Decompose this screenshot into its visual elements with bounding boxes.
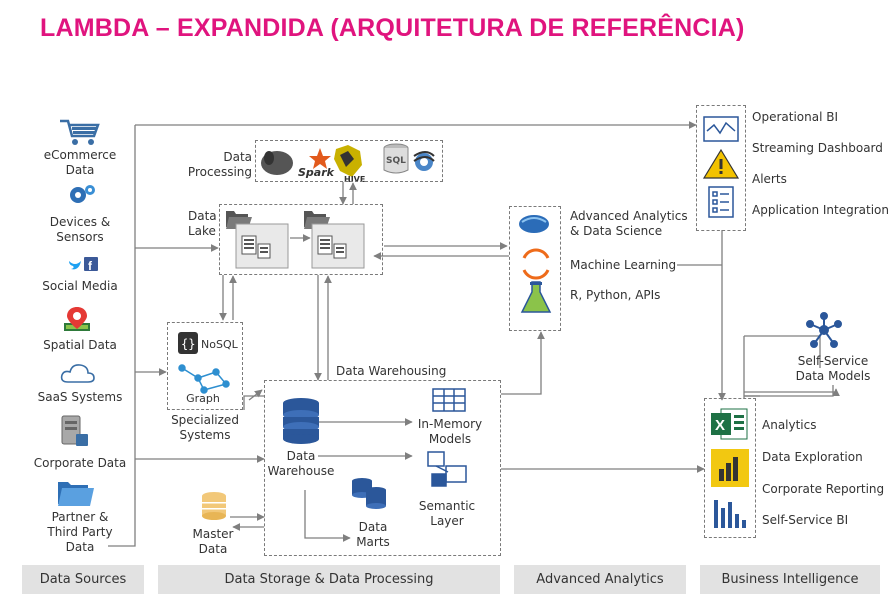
footer-data-storage: Data Storage & Data Processing (158, 565, 500, 594)
data-warehouse-icon (283, 398, 319, 444)
specialized-systems-label: Specialized Systems (171, 413, 239, 442)
network-icon (806, 312, 842, 348)
self-service-bi-label: Self-Service BI (762, 513, 849, 527)
semantic-layer-label: Semantic Layer (418, 499, 476, 528)
footer-advanced-analytics: Advanced Analytics (514, 565, 686, 594)
source-devices-label: Devices & Sensors (49, 215, 111, 244)
arrow-upper (744, 388, 840, 397)
page-title: LAMBDA – EXPANDIDA (ARQUITETURA DE REFER… (40, 14, 745, 42)
footer-data-sources: Data Sources (22, 565, 144, 594)
sources-spine (108, 125, 136, 547)
semantic-layer-icon (427, 451, 467, 487)
advanced-analytics-icon (519, 215, 549, 233)
footer-business-intelligence: Business Intelligence (700, 565, 880, 594)
self-service-data-models-label: Self-Service Data Models (795, 354, 871, 383)
streaming-dashboard-icon (702, 148, 740, 179)
arrow-warehouse-to-analytics (501, 331, 545, 395)
graph-label: Graph (186, 392, 220, 405)
operational-bi-box (696, 105, 746, 231)
source-saas-label: SaaS Systems (37, 390, 123, 404)
nosql-label: NoSQL (201, 338, 238, 351)
machine-learning-label: Machine Learning (570, 258, 677, 272)
operational-bi-icon (703, 116, 739, 142)
arrow-self-service-to-bi (744, 385, 834, 397)
excel-icon: X (711, 408, 748, 440)
folder-icon (58, 482, 94, 506)
self-service-bi-icon (714, 500, 746, 528)
spark-icon (309, 148, 331, 169)
shopping-cart-icon (60, 119, 100, 145)
map-pin-icon (64, 307, 90, 331)
corporate-reporting-label: Corporate Reporting (762, 482, 885, 496)
source-social-label: Social Media (42, 279, 118, 293)
svg-text:X: X (715, 417, 725, 434)
in-memory-models-label: In-Memory Models (417, 417, 483, 446)
r-python-apis-label: R, Python, APIs (570, 288, 661, 302)
specialized-systems-box (167, 322, 243, 410)
operational-bi-label: Operational BI (752, 110, 838, 124)
data-processing-label: Data Processing (187, 150, 252, 179)
source-partner-label: Partner & Third Party Data (47, 510, 113, 554)
arrow-dw-to-marts (304, 490, 351, 542)
master-data-label: Master Data (192, 527, 234, 556)
graph-icon (178, 364, 230, 394)
advanced-analytics-box (509, 206, 561, 331)
storm-gear-icon (413, 151, 435, 171)
machine-learning-icon (522, 248, 550, 280)
hive-icon (334, 145, 362, 177)
master-data-icon (202, 492, 226, 520)
source-spatial-label: Spatial Data (43, 338, 117, 352)
analytics-label: Analytics (762, 418, 817, 432)
in-memory-table-icon (432, 388, 466, 412)
alerts-label: Alerts (752, 172, 787, 186)
sql-text: SQL (386, 156, 406, 166)
power-bi-icon (711, 449, 749, 487)
server-icon (61, 415, 88, 446)
advanced-analytics-label: Advanced Analytics & Data Science (570, 209, 688, 238)
svg-text:f: f (88, 259, 93, 273)
arrow-warehouse-to-specialized (243, 395, 264, 410)
data-warehousing-label: Data Warehousing (336, 364, 447, 378)
business-intelligence-box (704, 398, 756, 538)
data-lake-box (219, 204, 383, 275)
hive-text: HIVE (344, 175, 365, 184)
gears-icon (70, 185, 95, 203)
nosql-icon: {} (178, 332, 198, 354)
spark-text: Spark (298, 166, 335, 179)
document-icon-2 (317, 235, 347, 259)
application-integration-label: Application Integration (752, 203, 889, 217)
application-integration-icon (708, 186, 734, 218)
data-marts-icon (352, 478, 386, 509)
source-corporate-label: Corporate Data (33, 456, 127, 470)
flask-icon (520, 281, 552, 313)
source-ecommerce-label: eCommerce Data (43, 148, 117, 177)
cloud-icon (60, 364, 95, 383)
data-exploration-label: Data Exploration (762, 450, 863, 464)
svg-text:{}: {} (181, 337, 195, 351)
social-media-icon: f (69, 257, 98, 273)
data-processing-box (255, 140, 443, 182)
data-warehousing-box (264, 380, 501, 556)
document-icon (241, 235, 271, 259)
hadoop-icon (261, 151, 293, 175)
streaming-dashboard-label: Streaming Dashboard (752, 141, 883, 155)
arrow-specialized-to-warehouse (248, 389, 263, 401)
sql-database-icon (383, 143, 409, 174)
data-marts-label: Data Marts (356, 520, 390, 549)
data-lake-label: Data Lake (188, 209, 217, 238)
data-warehouse-label: Data Warehouse (267, 449, 335, 478)
